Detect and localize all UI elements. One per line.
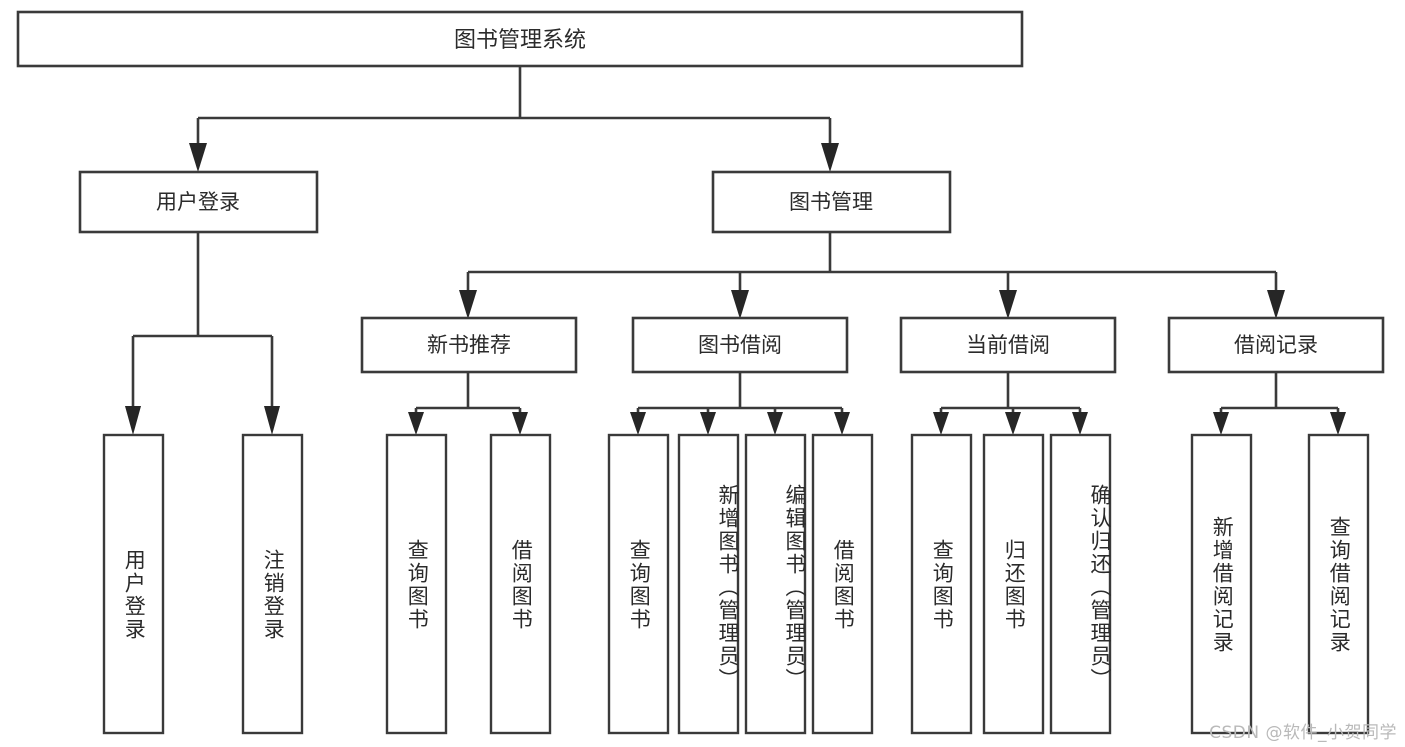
node-new-book-recommend-label: 新书推荐 xyxy=(427,333,511,357)
node-book-manage[interactable]: 图书管理 xyxy=(711,170,952,234)
connector-root-to-level1 xyxy=(189,66,839,172)
arrow-book-borrow xyxy=(731,290,749,319)
arrow-leaf-add-record xyxy=(1213,412,1229,435)
node-current-borrow-box[interactable] xyxy=(899,316,1117,374)
arrow-leaf-edit-book xyxy=(767,412,783,435)
node-borrow-record-box[interactable] xyxy=(1167,316,1385,374)
arrow-leaf-user-login xyxy=(125,406,141,435)
node-root[interactable]: 图书管理系统 xyxy=(16,10,1024,68)
node-user-login[interactable]: 用户登录 xyxy=(78,170,319,234)
arrow-leaf-return-book xyxy=(1005,412,1021,435)
arrow-current-borrow xyxy=(999,290,1017,319)
leaf-user-login-box[interactable] xyxy=(102,433,165,735)
connector-book-manage-to-level2 xyxy=(459,232,1285,319)
arrow-leaf-query-record xyxy=(1330,412,1346,435)
node-borrow-record-label: 借阅记录 xyxy=(1234,333,1318,357)
leaf-edit-book-box[interactable] xyxy=(744,433,807,735)
leaf-boxes xyxy=(102,433,1370,735)
arrow-user-login xyxy=(189,143,207,172)
connector-current-borrow-to-leaves xyxy=(933,372,1088,435)
node-book-borrow-box[interactable] xyxy=(631,316,849,374)
node-book-borrow[interactable]: 图书借阅 xyxy=(631,316,849,374)
leaf-add-book-box[interactable] xyxy=(677,433,740,735)
leaf-query-book-3-box[interactable] xyxy=(910,433,973,735)
arrow-book-manage xyxy=(821,143,839,172)
leaf-query-book-1-box[interactable] xyxy=(385,433,448,735)
node-current-borrow[interactable]: 当前借阅 xyxy=(899,316,1117,374)
leaf-confirm-return-box[interactable] xyxy=(1049,433,1112,735)
arrow-leaf-query-book-3 xyxy=(933,412,949,435)
leaf-query-record-box[interactable] xyxy=(1307,433,1370,735)
leaf-return-book-box[interactable] xyxy=(982,433,1045,735)
node-root-box[interactable] xyxy=(16,10,1024,68)
leaf-query-book-2-box[interactable] xyxy=(607,433,670,735)
node-book-borrow-label: 图书借阅 xyxy=(698,333,782,357)
arrow-leaf-logout xyxy=(264,406,280,435)
arrow-leaf-borrow-book-1 xyxy=(512,412,528,435)
node-user-login-label: 用户登录 xyxy=(156,190,240,214)
arrow-leaf-query-book-1 xyxy=(408,412,424,435)
node-borrow-record[interactable]: 借阅记录 xyxy=(1167,316,1385,374)
node-current-borrow-label: 当前借阅 xyxy=(966,333,1050,357)
node-new-book-recommend-box[interactable] xyxy=(360,316,578,374)
leaf-borrow-book-2-box[interactable] xyxy=(811,433,874,735)
leaf-logout-login-box[interactable] xyxy=(241,433,304,735)
node-book-manage-box[interactable] xyxy=(711,170,952,234)
node-book-manage-label: 图书管理 xyxy=(789,190,873,214)
leaf-borrow-book-1-box[interactable] xyxy=(489,433,552,735)
connector-user-login-to-leaves xyxy=(125,232,280,435)
node-root-label: 图书管理系统 xyxy=(454,28,586,53)
leaf-add-record-box[interactable] xyxy=(1190,433,1253,735)
arrow-leaf-query-book-2 xyxy=(630,412,646,435)
node-user-login-box[interactable] xyxy=(78,170,319,234)
arrow-leaf-borrow-book-2 xyxy=(834,412,850,435)
arrow-leaf-add-book xyxy=(700,412,716,435)
arrow-borrow-record xyxy=(1267,290,1285,319)
connector-book-borrow-to-leaves xyxy=(630,372,850,435)
connector-new-book-to-leaves xyxy=(408,372,528,435)
arrow-new-book-recommend xyxy=(459,290,477,319)
csdn-watermark: CSDN @软件_小贺同学 xyxy=(1209,723,1397,743)
arrow-leaf-confirm-return xyxy=(1072,412,1088,435)
connector-borrow-record-to-leaves xyxy=(1213,372,1346,435)
node-new-book-recommend[interactable]: 新书推荐 xyxy=(360,316,578,374)
